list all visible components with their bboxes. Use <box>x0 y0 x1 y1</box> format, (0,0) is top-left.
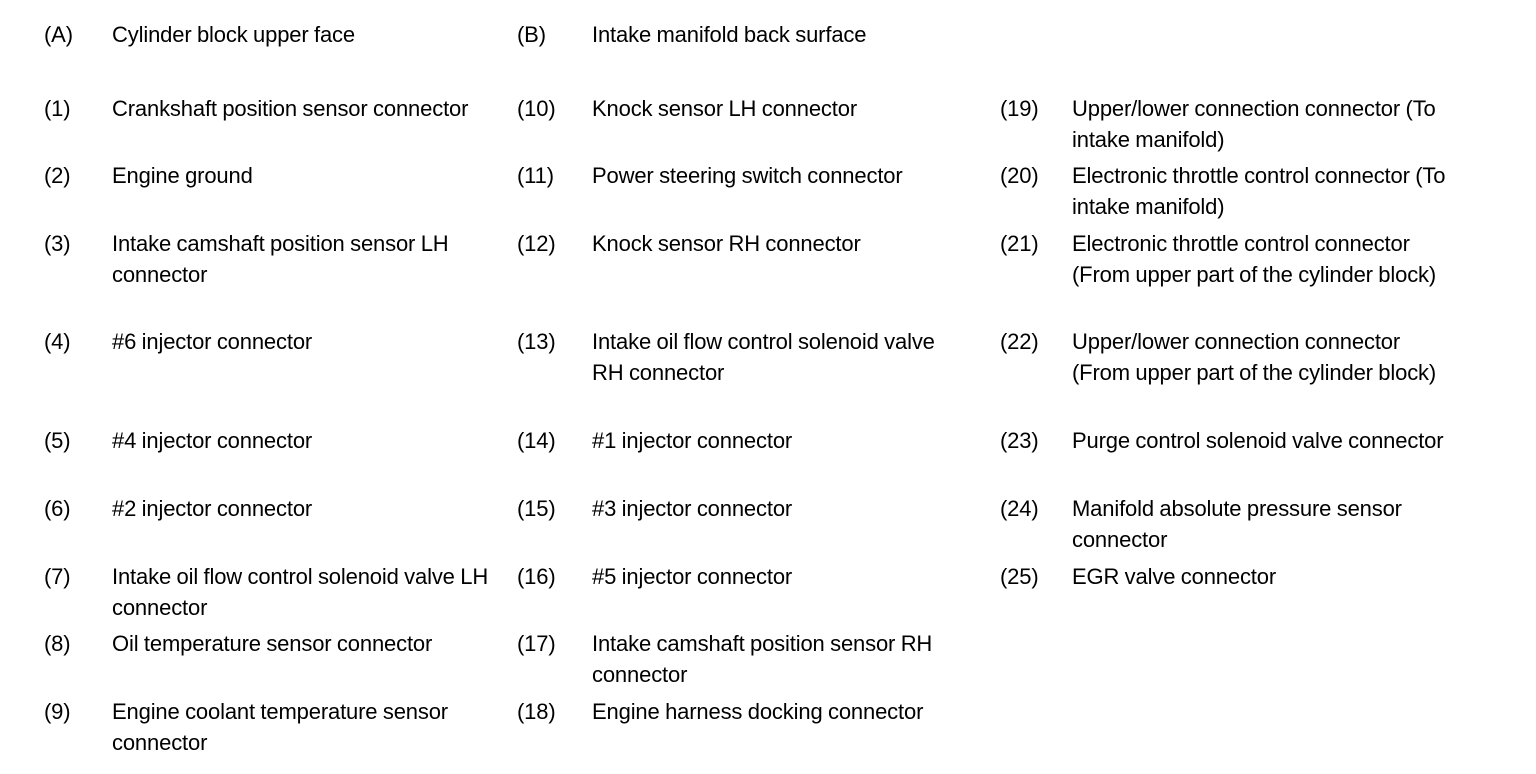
legend-entry-17-ref: (17) <box>517 631 556 656</box>
legend-entry-8: (8) Oil temperature sensor connector <box>44 629 510 660</box>
legend-entry-7-ref: (7) <box>44 564 71 589</box>
legend-entry-13-ref: (13) <box>517 329 556 354</box>
legend-entry-25-label: EGR valve connector <box>1072 564 1277 589</box>
legend-entry-23-ref: (23) <box>1000 428 1039 453</box>
legend-entry-18-label: Engine harness docking connector <box>592 699 924 724</box>
legend-entry-3: (3) Intake camshaft position sensor LH c… <box>44 229 510 290</box>
legend-entry-9-ref: (9) <box>44 699 71 724</box>
legend-column-1: (A) Cylinder block upper face (1) Cranks… <box>0 0 500 774</box>
legend-entry-21-label: Electronic throttle control connector (F… <box>1072 231 1437 287</box>
legend-entry-7: (7) Intake oil flow control solenoid val… <box>44 562 510 623</box>
legend-entry-13: (13) Intake oil flow control solenoid va… <box>517 327 960 388</box>
legend-entry-25-ref: (25) <box>1000 564 1039 589</box>
legend-entry-6-label: #2 injector connector <box>112 496 313 521</box>
legend-entry-18-ref: (18) <box>517 699 556 724</box>
legend-entry-4-ref: (4) <box>44 329 71 354</box>
legend-entry-5: (5) #4 injector connector <box>44 426 510 457</box>
legend-entry-14-label: #1 injector connector <box>592 428 793 453</box>
legend-entry-20: (20) Electronic throttle control connect… <box>1000 161 1454 222</box>
legend-entry-24-label: Manifold absolute pressure sensor connec… <box>1072 496 1402 552</box>
legend-entry-12: (12) Knock sensor RH connector <box>517 229 960 260</box>
legend-entry-11-ref: (11) <box>517 163 554 188</box>
legend-entry-5-ref: (5) <box>44 428 71 453</box>
legend-entry-18: (18) Engine harness docking connector <box>517 697 960 728</box>
legend-entry-10: (10) Knock sensor LH connector <box>517 94 960 125</box>
legend-entry-13-label: Intake oil flow control solenoid valve R… <box>592 329 935 385</box>
legend-entry-9-label: Engine coolant temperature sensor connec… <box>112 699 448 755</box>
legend-entry-19-ref: (19) <box>1000 96 1039 121</box>
legend-entry-17: (17) Intake camshaft position sensor RH … <box>517 629 960 690</box>
legend-entry-24-ref: (24) <box>1000 496 1039 521</box>
legend-entry-20-ref: (20) <box>1000 163 1039 188</box>
legend-entry-23: (23) Purge control solenoid valve connec… <box>1000 426 1454 457</box>
legend-entry-2: (2) Engine ground <box>44 161 510 192</box>
legend-entry-9: (9) Engine coolant temperature sensor co… <box>44 697 510 758</box>
legend-entry-16: (16) #5 injector connector <box>517 562 960 593</box>
legend-entry-3-ref: (3) <box>44 231 71 256</box>
legend-heading-b-ref: (B) <box>517 22 546 47</box>
legend-entry-24: (24) Manifold absolute pressure sensor c… <box>1000 494 1454 555</box>
legend-entry-11-label: Power steering switch connector <box>592 163 903 188</box>
legend-entry-1: (1) Crankshaft position sensor connector <box>44 94 510 125</box>
legend-column-2: (B) Intake manifold back surface (10) Kn… <box>473 0 953 774</box>
legend-entry-21: (21) Electronic throttle control connect… <box>1000 229 1454 290</box>
legend-heading-a: (A) Cylinder block upper face <box>44 20 510 51</box>
legend-entry-4: (4) #6 injector connector <box>44 327 510 358</box>
legend-entry-1-label: Crankshaft position sensor connector <box>112 96 469 121</box>
legend-entry-17-label: Intake camshaft position sensor RH conne… <box>592 631 933 687</box>
legend-entry-22-label: Upper/lower connection connector (From u… <box>1072 329 1437 385</box>
legend-entry-21-ref: (21) <box>1000 231 1039 256</box>
legend-entry-2-ref: (2) <box>44 163 71 188</box>
legend-entry-4-label: #6 injector connector <box>112 329 313 354</box>
legend-entry-5-label: #4 injector connector <box>112 428 313 453</box>
legend-entry-1-ref: (1) <box>44 96 71 121</box>
legend-entry-8-ref: (8) <box>44 631 71 656</box>
legend-entry-12-ref: (12) <box>517 231 556 256</box>
legend-entry-22: (22) Upper/lower connection connector (F… <box>1000 327 1454 388</box>
legend-entry-8-label: Oil temperature sensor connector <box>112 631 433 656</box>
legend-entry-14: (14) #1 injector connector <box>517 426 960 457</box>
legend-entry-10-label: Knock sensor LH connector <box>592 96 858 121</box>
legend-entry-19-label: Upper/lower connection connector (To int… <box>1072 96 1436 152</box>
legend-entry-2-label: Engine ground <box>112 163 253 188</box>
legend-entry-15-label: #3 injector connector <box>592 496 793 521</box>
legend-entry-6-ref: (6) <box>44 496 71 521</box>
legend-entry-14-ref: (14) <box>517 428 556 453</box>
legend-heading-b-label: Intake manifold back surface <box>592 22 867 47</box>
legend-entry-15: (15) #3 injector connector <box>517 494 960 525</box>
legend-entry-7-label: Intake oil flow control solenoid valve L… <box>112 564 489 620</box>
legend-heading-a-ref: (A) <box>44 22 73 47</box>
legend-entry-22-ref: (22) <box>1000 329 1039 354</box>
legend-heading-b: (B) Intake manifold back surface <box>517 20 960 51</box>
legend-heading-a-label: Cylinder block upper face <box>112 22 355 47</box>
legend-column-3: (19) Upper/lower connection connector (T… <box>956 0 1536 774</box>
legend-entry-10-ref: (10) <box>517 96 556 121</box>
legend-entry-15-ref: (15) <box>517 496 556 521</box>
legend-entry-6: (6) #2 injector connector <box>44 494 510 525</box>
legend-entry-11: (11) Power steering switch connector <box>517 161 960 192</box>
legend-entry-20-label: Electronic throttle control connector (T… <box>1072 163 1446 219</box>
legend-entry-19: (19) Upper/lower connection connector (T… <box>1000 94 1454 155</box>
legend-entry-23-label: Purge control solenoid valve connector <box>1072 428 1444 453</box>
legend-entry-12-label: Knock sensor RH connector <box>592 231 861 256</box>
legend-entry-25: (25) EGR valve connector <box>1000 562 1454 593</box>
legend-entry-3-label: Intake camshaft position sensor LH conne… <box>112 231 449 287</box>
legend-entry-16-ref: (16) <box>517 564 556 589</box>
legend-entry-16-label: #5 injector connector <box>592 564 793 589</box>
